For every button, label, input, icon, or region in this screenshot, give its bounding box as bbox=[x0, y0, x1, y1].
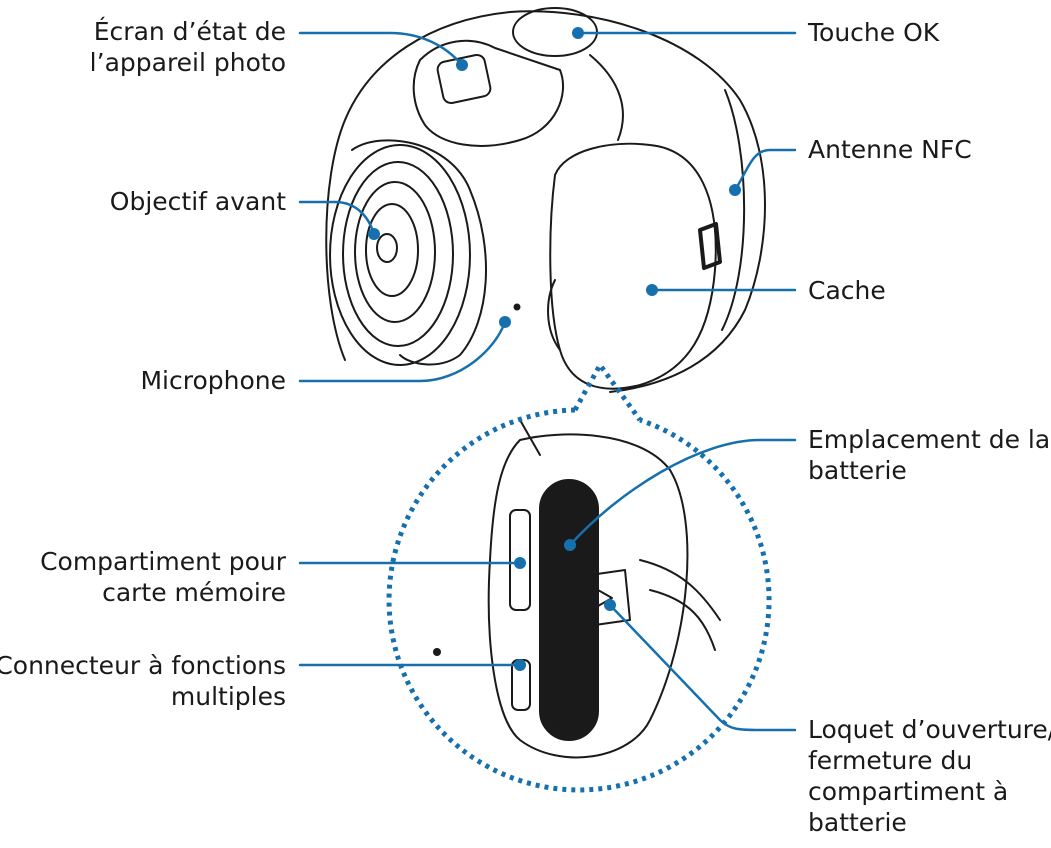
dot-ok-key bbox=[572, 27, 584, 39]
label-battery-latch: Loquet d’ouverture/ fermeture du compart… bbox=[808, 714, 1051, 838]
label-status-screen-line-2: l’appareil photo bbox=[89, 48, 286, 77]
label-battery-latch-line-4: batterie bbox=[808, 808, 907, 837]
label-battery-latch-line-3: compartiment à bbox=[808, 777, 1009, 806]
lens-ring-4 bbox=[365, 203, 419, 297]
leader-status-screen bbox=[298, 31, 464, 67]
status-screen-housing bbox=[412, 39, 565, 147]
label-multipurpose-jack: Connecteur à fonctions multiples bbox=[0, 650, 286, 712]
microphone-hole bbox=[513, 303, 521, 311]
label-microphone-line-1: Microphone bbox=[140, 366, 286, 395]
magnifier-outline bbox=[386, 360, 772, 793]
dot-memory-card bbox=[514, 557, 526, 569]
label-nfc-antenna-line-1: Antenne NFC bbox=[808, 135, 972, 164]
dot-nfc bbox=[729, 184, 741, 196]
lens-ring-outer bbox=[329, 144, 471, 366]
dot-status-screen bbox=[456, 59, 468, 71]
dot-battery-latch bbox=[604, 599, 616, 611]
label-battery-slot-line-2: batterie bbox=[808, 456, 907, 485]
status-screen bbox=[436, 53, 492, 105]
cover-outline bbox=[549, 142, 717, 390]
memory-card-slot bbox=[509, 509, 531, 611]
label-battery-latch-line-2: fermeture du bbox=[808, 746, 973, 775]
label-multipurpose-jack-line-1: Connecteur à fonctions bbox=[0, 651, 286, 680]
dot-cover bbox=[646, 284, 658, 296]
lens-ring-3 bbox=[354, 181, 436, 323]
label-multipurpose-jack-line-2: multiples bbox=[170, 682, 286, 711]
dot-multipurpose-jack bbox=[514, 659, 526, 671]
lens-center bbox=[376, 233, 398, 263]
label-battery-latch-line-1: Loquet d’ouverture/ bbox=[808, 715, 1051, 744]
leader-battery-slot bbox=[568, 438, 797, 547]
nfc-logo bbox=[698, 222, 722, 270]
dot-front-lens bbox=[368, 228, 380, 240]
battery-slot bbox=[539, 479, 599, 741]
label-front-lens: Objectif avant bbox=[110, 186, 286, 217]
rear-dot bbox=[433, 648, 441, 656]
lens-ring-2 bbox=[342, 161, 454, 347]
label-ok-key-line-1: Touche OK bbox=[808, 18, 940, 47]
body-seam bbox=[589, 54, 624, 141]
lens-housing bbox=[351, 139, 488, 366]
label-ok-key: Touche OK bbox=[808, 17, 939, 48]
camera-body-right-edge bbox=[721, 89, 746, 331]
battery-latch bbox=[589, 569, 631, 626]
rear-seam bbox=[519, 419, 541, 456]
leader-nfc bbox=[733, 148, 797, 192]
dot-battery-slot bbox=[564, 539, 576, 551]
leader-microphone bbox=[298, 320, 507, 383]
label-battery-slot-line-1: Emplacement de la bbox=[808, 425, 1051, 454]
leader-battery-latch bbox=[608, 603, 797, 732]
compartment-outline bbox=[487, 433, 689, 759]
label-battery-slot: Emplacement de la batterie bbox=[808, 424, 1050, 486]
strap bbox=[639, 559, 721, 651]
label-cover-line-1: Cache bbox=[808, 276, 886, 305]
cover-inner-edge bbox=[547, 279, 561, 351]
label-front-lens-line-1: Objectif avant bbox=[109, 187, 286, 216]
label-status-screen-line-1: Écran d’état de bbox=[93, 17, 286, 46]
camera-body-outline bbox=[325, 10, 766, 393]
label-memory-card-slot: Compartiment pour carte mémoire bbox=[40, 546, 286, 608]
dot-microphone bbox=[499, 316, 511, 328]
leader-front-lens bbox=[298, 200, 376, 236]
label-cover: Cache bbox=[808, 275, 886, 306]
label-microphone: Microphone bbox=[140, 365, 286, 396]
label-memory-card-slot-line-2: carte mémoire bbox=[102, 578, 286, 607]
label-status-screen: Écran d’état de l’appareil photo bbox=[90, 16, 286, 78]
label-memory-card-slot-line-1: Compartiment pour bbox=[40, 547, 286, 576]
label-nfc-antenna: Antenne NFC bbox=[808, 134, 972, 165]
